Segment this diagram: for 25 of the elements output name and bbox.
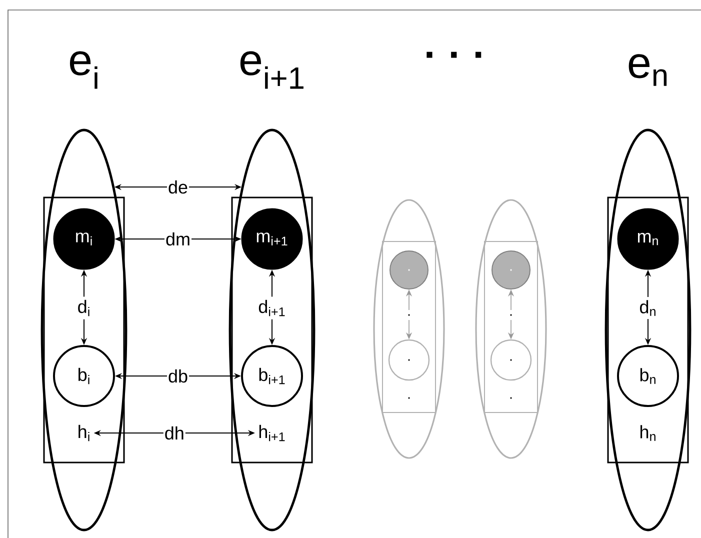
dot-label: . — [510, 397, 512, 399]
entity-box — [607, 196, 689, 464]
variable-label: h$_{i+1}$ — [259, 424, 285, 442]
edge-label: dh — [163, 425, 186, 441]
edge-label: dm — [164, 231, 192, 247]
variable-label: h$_{i}$ — [78, 424, 90, 442]
variable-label: d$_{n}$ — [640, 300, 656, 316]
variable-label: d$_{i+1}$ — [258, 300, 285, 316]
entity-title: e$_{i}$ — [70, 51, 98, 89]
entity-title: e$_{n}$ — [628, 54, 667, 86]
edge-label: db — [167, 368, 190, 384]
variable-label: d$_{i}$ — [78, 300, 90, 316]
entity-ellipse — [475, 199, 547, 459]
entity-box — [484, 241, 538, 413]
entity-ellipse — [373, 199, 445, 459]
dot-label: . — [408, 397, 410, 399]
entity-box — [43, 196, 125, 464]
ellipsis: · · · — [426, 52, 482, 58]
variable-label: h$_{n}$ — [640, 425, 656, 441]
dot-label: . — [510, 314, 512, 316]
dot-label: . — [408, 314, 410, 316]
entity-box — [382, 241, 436, 413]
entity-box — [231, 196, 313, 464]
entity-title: e$_{i+1}$ — [240, 51, 304, 89]
edge-label: de — [167, 179, 190, 195]
